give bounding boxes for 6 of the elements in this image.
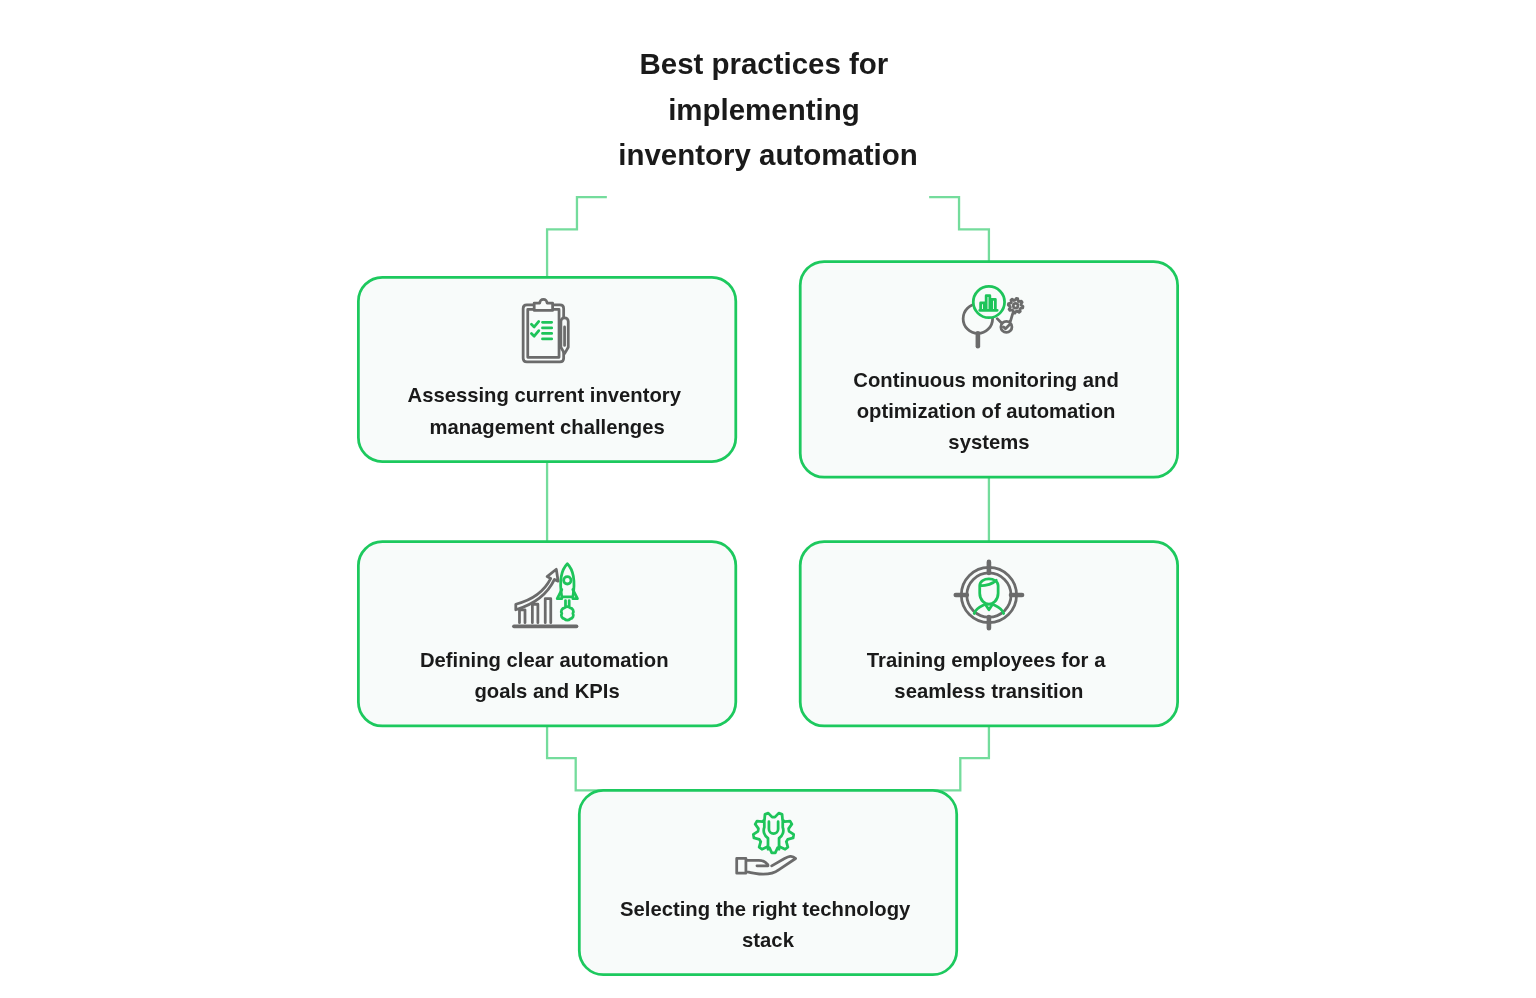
node-box: Assessing current inventory management challenges: [357, 275, 738, 463]
node-box: Defining clear automation goals and KPIs: [357, 540, 738, 728]
node-box: Selecting the right technology stack: [577, 789, 959, 976]
node-text: Best practices for implementing inventory automation: [618, 47, 918, 172]
node-box: Training employees for a seamless transition: [798, 540, 1179, 728]
node-box: Continuous monitoring and optimization of automation systems: [798, 260, 1179, 479]
